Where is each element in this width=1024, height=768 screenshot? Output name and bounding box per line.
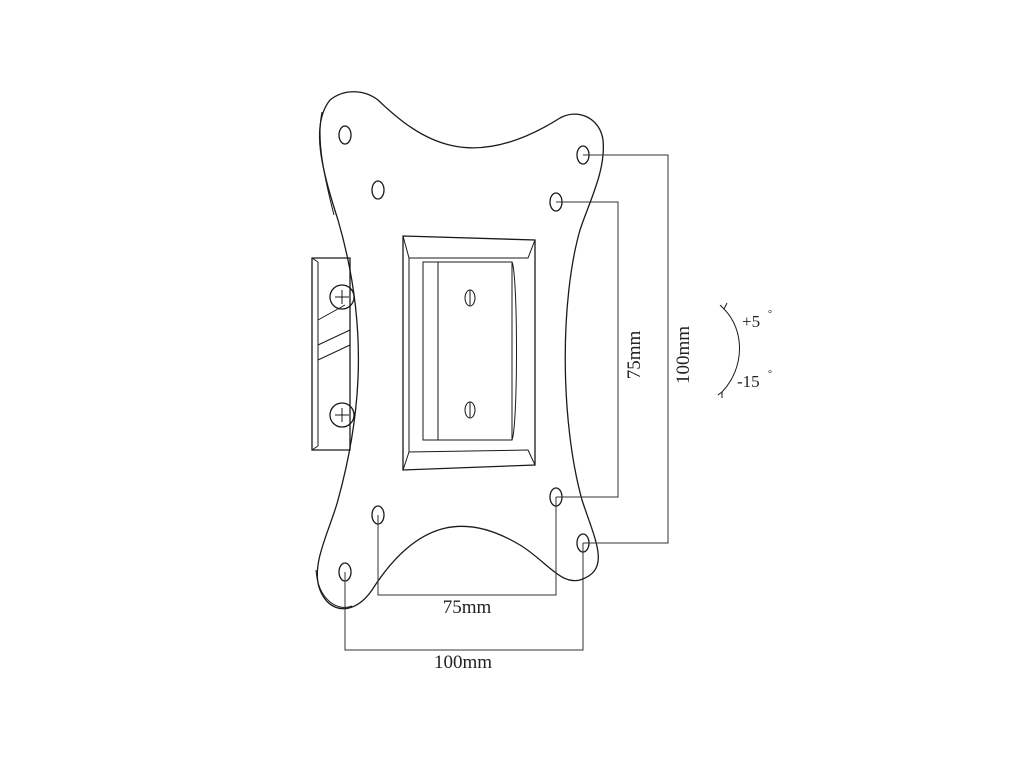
- degree-symbol: °: [768, 309, 772, 320]
- screw-icon: [329, 402, 355, 428]
- horizontal-dimensions: [344, 497, 584, 651]
- center-bracket: [402, 235, 536, 471]
- degree-symbol: °: [768, 369, 772, 380]
- wall-bracket: [311, 257, 355, 451]
- tilt-down-label: -15: [737, 372, 760, 391]
- plate-edge: [315, 111, 353, 608]
- vertical-dimensions: [556, 154, 669, 544]
- dim-label-horizontal-75: 75mm: [443, 597, 492, 618]
- arrow-up-icon: [719, 302, 728, 310]
- dim-label-vertical-100: 100mm: [673, 326, 694, 384]
- dim-label-horizontal-100: 100mm: [434, 652, 492, 673]
- mounting-holes: [338, 125, 590, 582]
- mounting-plate: [316, 91, 605, 610]
- tilt-arc-icon: [721, 308, 740, 393]
- svg-text:+5: +5: [742, 312, 760, 331]
- tilt-up-label: +5: [742, 312, 760, 331]
- tilt-indicator: +5 ° -15 °: [717, 302, 772, 398]
- arrow-down-icon: [717, 391, 723, 398]
- svg-text:-15: -15: [737, 372, 760, 391]
- dim-label-vertical-75: 75mm: [624, 331, 645, 380]
